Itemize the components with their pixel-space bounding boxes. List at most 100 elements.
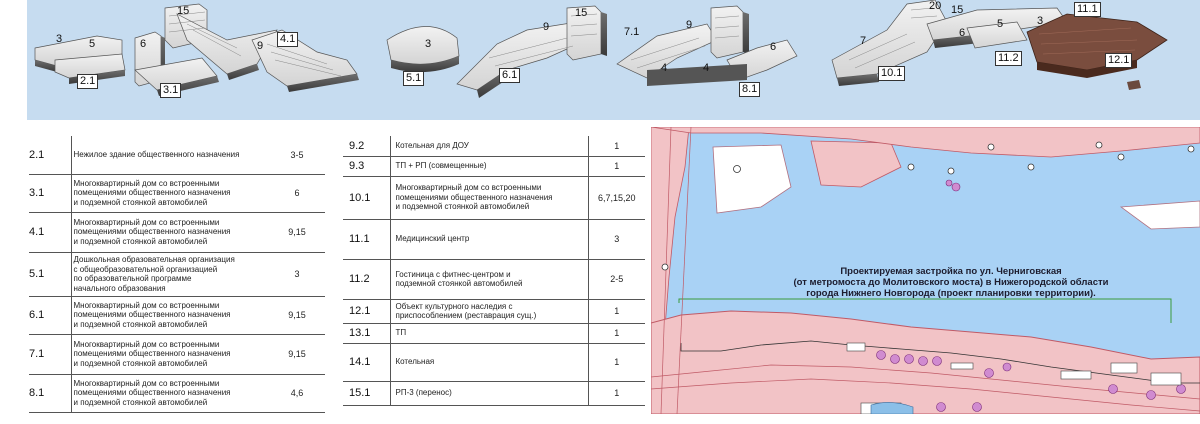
object-description-line: помещениями общественного назначения [73, 188, 231, 198]
object-description-line: Медицинский центр [395, 234, 470, 244]
building-label: 20 [929, 0, 942, 12]
object-floors: 1 [587, 381, 645, 406]
render-strip: 3 5 2.1 6 15 9 4.1 3.1 3 5.1 9 15 6.1 7.… [27, 0, 1200, 120]
building-label: 3.1 [160, 83, 182, 98]
object-floors: 2-5 [587, 259, 645, 300]
object-number: 15.1 [343, 381, 390, 406]
object-number: 10.1 [343, 176, 390, 220]
object-description-line: начального образования [73, 283, 166, 293]
object-description-line: Многоквартирный дом со встроенными [395, 183, 542, 193]
object-number: 11.1 [343, 219, 390, 260]
object-floors: 6,7,15,20 [587, 176, 645, 220]
object-description-line: Многоквартирный дом со встроенными [73, 378, 220, 388]
object-number: 2.1 [29, 136, 71, 175]
table-row: 9.2 Котельная для ДОУ 1 [343, 136, 645, 157]
object-description-line: и подземной стоянкой автомобилей [73, 358, 208, 368]
object-floors: 3-5 [269, 136, 325, 175]
building-label: 15 [177, 5, 190, 17]
object-description-line: Многоквартирный дом со встроенными [73, 178, 220, 188]
object-description: ТП + РП (совмещенные) [389, 156, 588, 177]
object-description-line: Нежилое здание общественного назначения [73, 150, 240, 159]
building-label: 4.1 [277, 32, 299, 47]
building-label: 7.1 [624, 26, 640, 38]
building-label: 3 [1037, 15, 1044, 27]
object-description-line: и подземной стоянкой автомобилей [73, 197, 208, 207]
object-floors: 9,15 [269, 296, 325, 335]
object-floors: 1 [587, 343, 645, 382]
map-caption: Проектируемая застройка по ул. Черниговс… [741, 266, 1161, 299]
object-description-line: помещениями общественного назначения [73, 349, 231, 359]
object-description-line: по образовательной программе [73, 274, 192, 283]
building-label: 3 [56, 33, 63, 45]
object-description-line: и подземной стоянкой автомобилей [73, 319, 208, 329]
building-label: 9 [686, 19, 693, 31]
building-label: 6 [140, 38, 147, 50]
object-description-line: РП-3 (перенос) [395, 388, 452, 398]
building-label: 9 [543, 21, 550, 33]
object-description-line: с общеобразовательной организацией [73, 264, 218, 274]
building-label: 5 [89, 38, 96, 50]
object-number: 5.1 [29, 252, 71, 297]
building-label: 6 [959, 27, 966, 39]
object-description: РП-3 (перенос) [389, 381, 588, 406]
road-outline [680, 340, 1200, 384]
object-number: 14.1 [343, 343, 390, 382]
planning-map: Проектируемая застройка по ул. Черниговс… [651, 127, 1200, 414]
building-label: 11.1 [1074, 2, 1101, 17]
object-description-line: Многоквартирный дом со встроенными [73, 300, 220, 310]
building-group-2 [386, 5, 798, 98]
building-label: 11.2 [995, 51, 1022, 66]
object-description-line: Котельная для ДОУ [395, 141, 469, 150]
map-markers [661, 141, 1195, 271]
map-caption-line: (от метромоста до Молитовского моста) в … [793, 277, 1109, 288]
building-label: 6.1 [499, 68, 521, 83]
object-number: 8.1 [29, 374, 71, 413]
table-row: 14.1 Котельная 1 [343, 343, 645, 382]
object-description-line: Гостиница с фитнес-центром и [395, 269, 511, 279]
object-description: ТП [389, 323, 588, 344]
object-description-line: и подземной стоянкой автомобилей [395, 202, 530, 212]
object-description-line: Котельная [395, 357, 435, 367]
object-floors: 1 [587, 136, 645, 157]
object-description-line: Многоквартирный дом со встроенными [73, 339, 220, 349]
object-floors: 4,6 [269, 374, 325, 413]
object-description-line: Многоквартирный дом со встроенными [73, 217, 220, 227]
object-floors: 9,15 [269, 212, 325, 253]
object-description-line: ТП [395, 328, 407, 338]
table-row: 15.1 РП-3 (перенос) 1 [343, 381, 645, 406]
building-label: 15 [575, 7, 588, 19]
object-floors: 1 [587, 156, 645, 177]
object-number: 9.3 [343, 156, 390, 177]
object-floors: 3 [269, 252, 325, 297]
object-description-line: помещениями общественного назначения [73, 388, 231, 398]
object-number: 7.1 [29, 334, 71, 375]
object-description-line: и подземной стоянкой автомобилей [73, 397, 208, 407]
building-label: 6 [770, 41, 777, 53]
object-description-line: Дошкольная образовательная организация [73, 255, 235, 264]
object-floors: 1 [587, 323, 645, 344]
object-number: 9.2 [343, 136, 390, 157]
building-label: 15 [951, 4, 964, 16]
building-label: 3 [425, 38, 432, 50]
building-label: 4 [703, 62, 710, 74]
building-label: 5 [997, 18, 1004, 30]
